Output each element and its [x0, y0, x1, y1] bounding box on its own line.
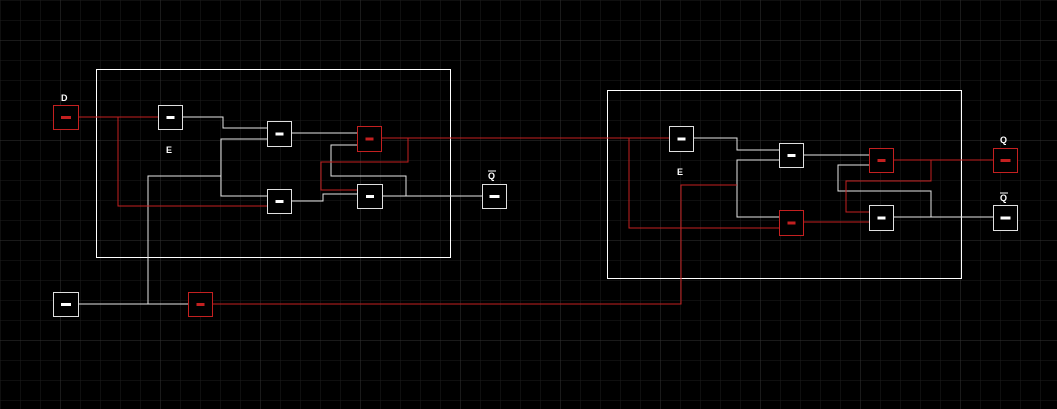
wire — [693, 137, 779, 151]
input-d-input-switch[interactable] — [53, 105, 79, 130]
state-indicator — [787, 154, 796, 157]
wire — [220, 138, 267, 197]
wire — [628, 138, 779, 229]
logic-gate-icon — [188, 292, 213, 317]
module-1-qbar-label: Q — [488, 171, 495, 181]
wire — [845, 160, 932, 213]
m1-latch-bottom-gate[interactable] — [357, 184, 383, 209]
module-2-enable-label: E — [677, 167, 683, 177]
m2-nand-bottom-gate[interactable] — [779, 210, 804, 236]
wire — [837, 164, 932, 217]
state-indicator — [196, 303, 205, 306]
state-indicator — [489, 195, 500, 198]
state-indicator — [275, 200, 284, 203]
m1-qbar-probe-output-probe[interactable] — [482, 184, 507, 209]
m1-nand-top-gate[interactable] — [267, 121, 292, 147]
wire — [736, 159, 779, 218]
input-clock-input-switch[interactable] — [53, 292, 79, 317]
m2-qbar-probe-output-probe[interactable] — [993, 205, 1018, 231]
wire — [330, 144, 407, 196]
state-indicator — [61, 116, 71, 119]
state-indicator — [677, 137, 686, 141]
state-indicator — [1000, 216, 1011, 220]
clock-inverter-gate[interactable] — [188, 292, 213, 317]
wires-high — [78, 116, 993, 305]
state-indicator — [1000, 159, 1011, 162]
state-indicator — [877, 216, 886, 220]
m2-q-probe-output-probe[interactable] — [993, 148, 1018, 173]
state-indicator — [166, 116, 175, 119]
logic-gate-icon — [669, 126, 694, 152]
m2-latch-top-gate[interactable] — [869, 148, 894, 173]
m1-inverter-gate[interactable] — [158, 105, 183, 130]
m2-nand-top-gate[interactable] — [779, 143, 804, 168]
wire — [320, 138, 409, 191]
wire — [291, 193, 357, 202]
m1-nand-bottom-gate[interactable] — [267, 189, 292, 214]
wire — [117, 117, 267, 207]
m2-inverter-gate[interactable] — [669, 126, 694, 152]
m1-latch-top-gate[interactable] — [357, 126, 382, 152]
state-indicator — [275, 132, 284, 136]
wire — [182, 116, 267, 129]
module-2-q-label: Q — [1000, 135, 1007, 145]
state-indicator — [877, 159, 886, 162]
wires-low — [78, 116, 993, 305]
circuit-nodes — [53, 105, 1018, 317]
module-1-frame[interactable] — [96, 69, 451, 258]
state-indicator — [61, 303, 71, 306]
state-indicator — [365, 137, 374, 141]
module-2-qbar-label: Q — [1000, 193, 1007, 203]
m2-latch-bottom-gate[interactable] — [869, 205, 894, 231]
state-indicator — [787, 221, 796, 225]
state-indicator — [366, 195, 374, 198]
wire — [147, 175, 221, 304]
wire — [212, 184, 737, 305]
input-d-label: D — [61, 93, 68, 103]
module-2-frame[interactable] — [607, 90, 962, 279]
module-1-enable-label: E — [166, 145, 172, 155]
